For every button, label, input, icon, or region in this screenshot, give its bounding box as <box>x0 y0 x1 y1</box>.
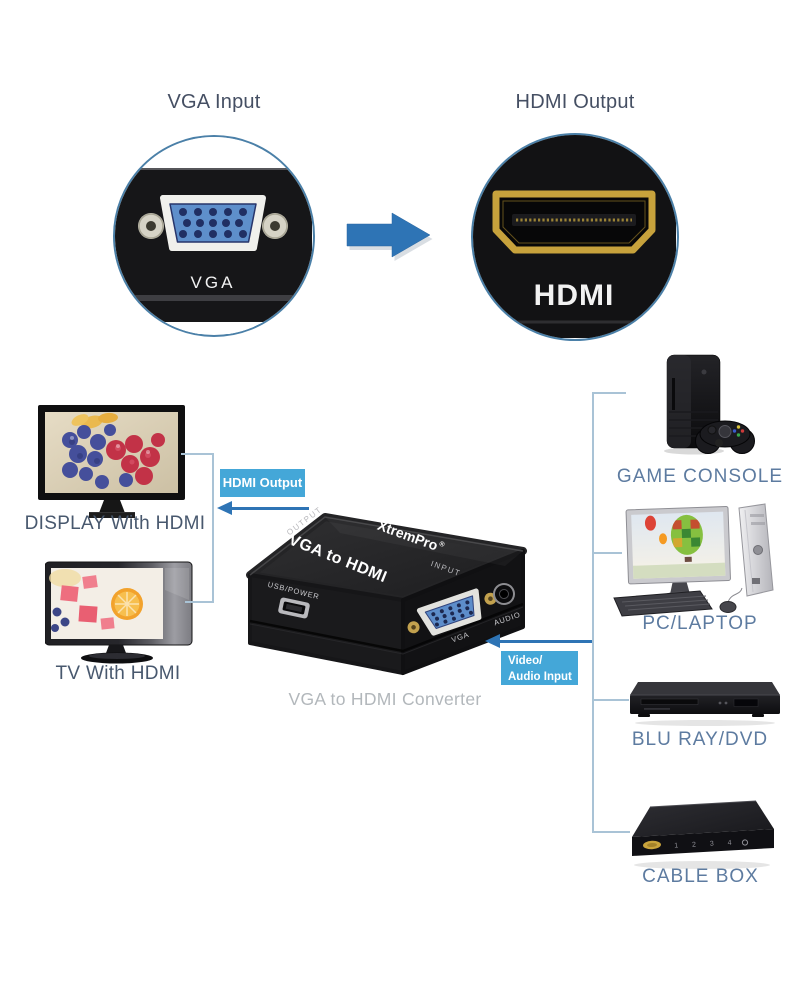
cable-box-label: CABLE BOX <box>642 866 759 887</box>
hdmi-port-caption: HDMI <box>534 279 615 312</box>
tv-illustration <box>45 561 193 664</box>
hdmi-output-callout: HDMI Output <box>220 469 305 497</box>
console-connector-line <box>592 392 626 394</box>
converter-caption: VGA to HDMI Converter <box>288 689 482 709</box>
vga-input-heading: VGA Input <box>167 91 261 113</box>
display-monitor-illustration <box>38 405 185 518</box>
pc-connector-line <box>592 552 622 554</box>
display-connector-line <box>181 453 212 455</box>
display-label: DISPLAY With HDMI <box>24 513 206 534</box>
vga-screw-right-icon <box>262 213 288 239</box>
pc-monitor-icon <box>625 506 731 599</box>
game-console-illustration <box>664 354 755 455</box>
hdmi-connector-icon <box>492 190 656 254</box>
hdmi-port-illustration: HDMI <box>473 135 676 338</box>
vga-screw-left-icon <box>138 213 164 239</box>
usb-power-port-icon <box>278 597 310 619</box>
cable-box-illustration: 1 2 3 4 <box>632 800 774 869</box>
converter-vga-port-icon: VGA <box>407 588 497 644</box>
bluray-connector-line <box>592 699 629 701</box>
berries-image <box>62 412 165 489</box>
hdmi-sticker-icon <box>643 840 661 850</box>
pc-illustration <box>613 503 774 617</box>
left-bracket-line <box>212 453 214 603</box>
tv-connector-line <box>185 601 212 603</box>
hdmi-output-heading: HDMI Output <box>515 91 635 113</box>
pc-laptop-label: PC/LAPTOP <box>642 613 758 634</box>
hdmi-output-arrow-icon <box>217 501 232 515</box>
converter-device-illustration: OUTPUT XtremPro® VGA to HDMI INPUT USB/P… <box>246 505 527 675</box>
bluray-dvd-label: BLU RAY/DVD <box>631 729 769 750</box>
right-bracket-line <box>592 393 594 833</box>
vga-connector-icon <box>160 195 266 251</box>
hdmi-port-photo: HDMI <box>471 133 679 341</box>
video-input-arrow-shaft <box>499 640 593 643</box>
game-controller-icon <box>695 420 755 454</box>
right-arrow-icon <box>346 212 433 261</box>
cablebox-connector-line <box>592 831 630 833</box>
vga-port-illustration: VGA <box>115 137 312 334</box>
vga-port-caption: VGA <box>191 273 236 292</box>
tv-label: TV With HDMI <box>55 663 181 684</box>
vga-port-photo: VGA <box>113 135 315 337</box>
bluray-player-illustration <box>630 682 780 726</box>
fruit-image <box>49 568 189 632</box>
power-icon <box>741 839 749 846</box>
game-console-label: GAME CONSOLE <box>616 466 784 487</box>
cable-box-digits: 1 2 3 4 <box>674 839 738 849</box>
hdmi-output-arrow-shaft <box>231 507 309 510</box>
audio-jack-icon <box>493 583 515 605</box>
video-input-arrow-icon <box>485 634 500 648</box>
video-audio-input-callout: Video/ Audio Input <box>501 651 578 685</box>
